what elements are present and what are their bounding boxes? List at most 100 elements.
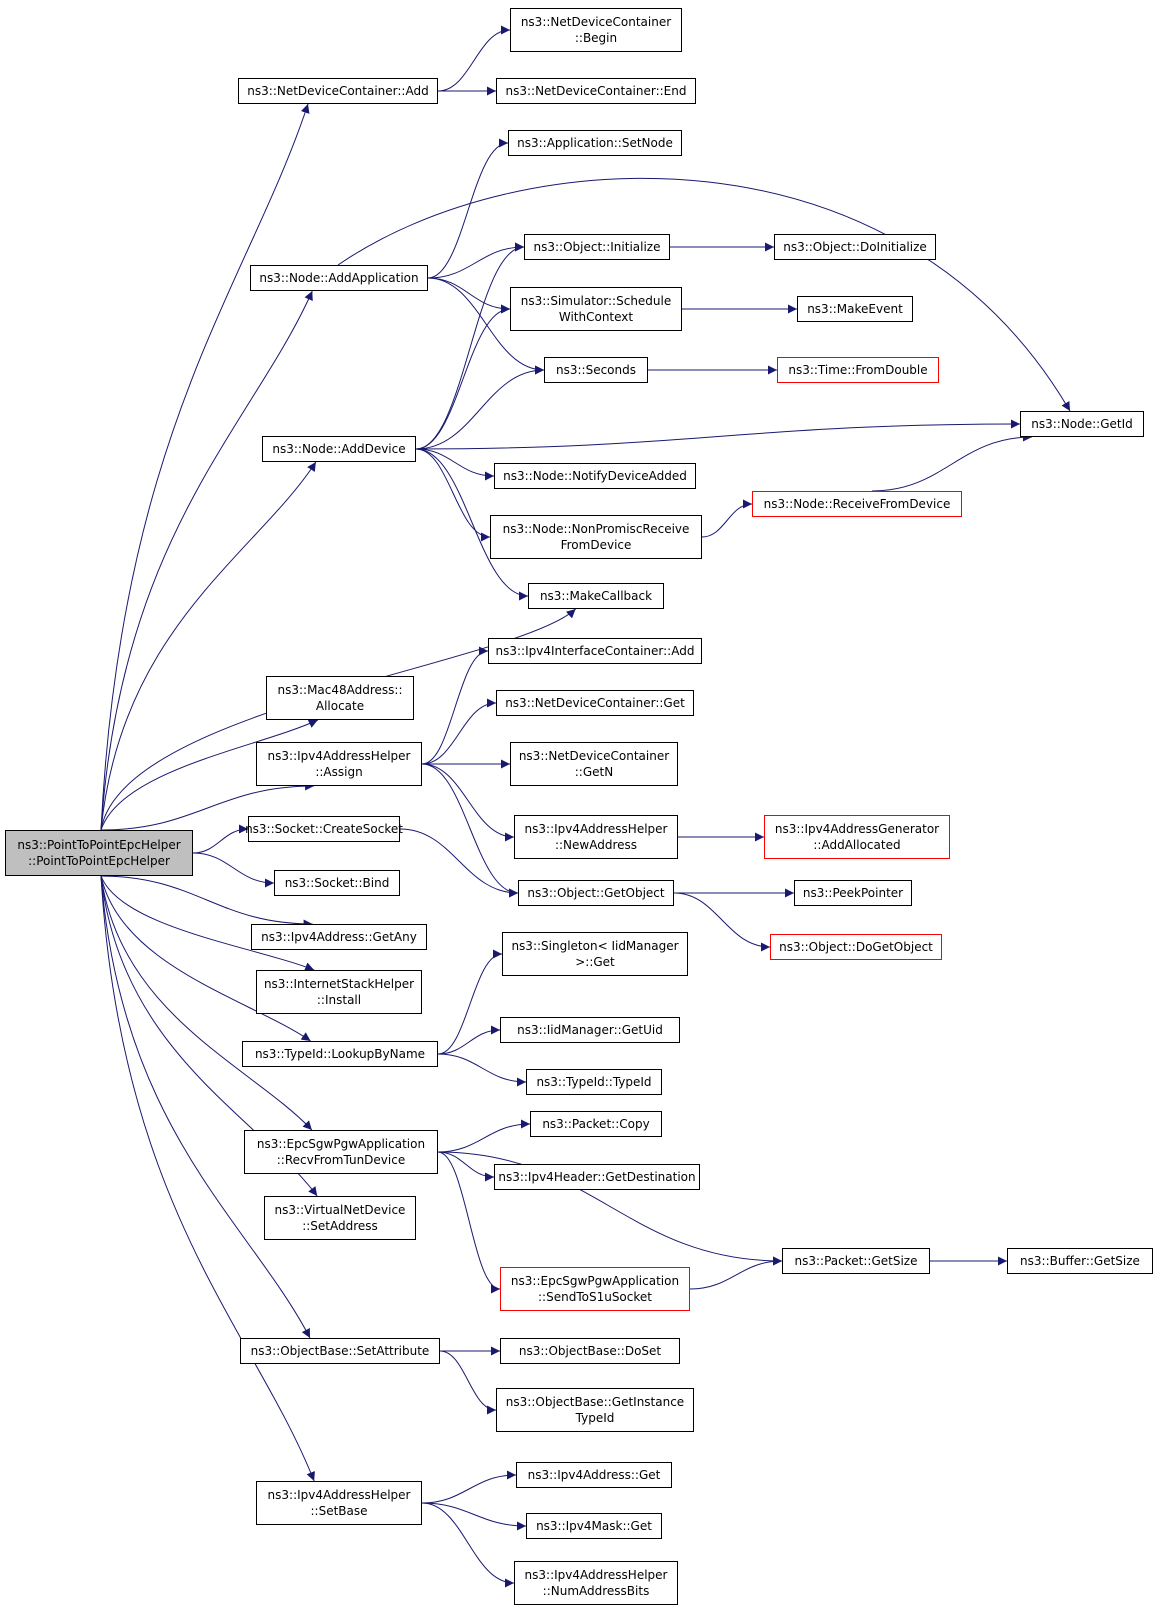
node-ipv4ag-alloc[interactable]: ns3::Ipv4AddressGenerator::AddAllocated: [764, 815, 950, 859]
node-label-line: ns3::Node::GetId: [1031, 417, 1133, 431]
node-label-line: ns3::ObjectBase::GetInstance: [505, 1395, 685, 1409]
edge-sock-create-to-obj-getobj: [399, 828, 519, 898]
edge-root-to-node-adddev: [100, 461, 317, 831]
node-label-line: ns3::Node::AddDevice: [272, 442, 406, 456]
node-label-line: ns3::EpcSgwPgwApplication: [256, 1137, 426, 1151]
node-label-line: ns3::VirtualNetDevice: [274, 1203, 406, 1217]
node-label-line: Allocate: [315, 699, 365, 713]
node-app-setnode[interactable]: ns3::Application::SetNode: [508, 130, 682, 156]
node-makecallback[interactable]: ns3::MakeCallback: [528, 583, 664, 609]
node-label-line: ::SetBase: [310, 1504, 368, 1518]
node-iid-getuid[interactable]: ns3::IidManager::GetUid: [500, 1017, 680, 1043]
edge-epc-sends1u-to-pkt-getsize: [689, 1256, 783, 1290]
edge-ipv4ah-setbase-to-ipv4mask-get: [421, 1502, 527, 1531]
node-singleton-get[interactable]: ns3::Singleton< IidManager>::Get: [502, 932, 688, 976]
node-ipv4mask-get[interactable]: ns3::Ipv4Mask::Get: [526, 1513, 662, 1539]
node-getid[interactable]: ns3::Node::GetId: [1020, 411, 1144, 437]
node-label-line: ::PointToPointEpcHelper: [28, 854, 170, 868]
node-ipv4ah-assign[interactable]: ns3::Ipv4AddressHelper::Assign: [256, 742, 422, 786]
node-label-line: ns3::EpcSgwPgwApplication: [510, 1274, 680, 1288]
node-ob-setattr[interactable]: ns3::ObjectBase::SetAttribute: [240, 1338, 440, 1364]
node-ndc-begin[interactable]: ns3::NetDeviceContainer::Begin: [510, 8, 682, 52]
edge-node-addapp-to-obj-init: [427, 242, 525, 279]
node-recvfromdev[interactable]: ns3::Node::ReceiveFromDevice: [752, 491, 962, 517]
node-seconds[interactable]: ns3::Seconds: [544, 357, 648, 383]
node-label-line: ns3::Mac48Address::: [277, 683, 403, 697]
node-typeid-typeid[interactable]: ns3::TypeId::TypeId: [526, 1069, 662, 1095]
node-ipv4ic-add[interactable]: ns3::Ipv4InterfaceContainer::Add: [488, 638, 702, 664]
node-ipv4addr-any[interactable]: ns3::Ipv4Address::GetAny: [251, 924, 427, 950]
node-sock-create[interactable]: ns3::Socket::CreateSocket: [245, 816, 403, 842]
node-ish-install[interactable]: ns3::InternetStackHelper::Install: [256, 970, 422, 1014]
node-typeid-lookup[interactable]: ns3::TypeId::LookupByName: [242, 1041, 438, 1067]
node-ipv4addr-get[interactable]: ns3::Ipv4Address::Get: [516, 1462, 672, 1488]
node-makeevent[interactable]: ns3::MakeEvent: [797, 296, 913, 322]
node-buf-getsize[interactable]: ns3::Buffer::GetSize: [1007, 1248, 1153, 1274]
node-sock-bind[interactable]: ns3::Socket::Bind: [274, 870, 400, 896]
node-pkt-getsize[interactable]: ns3::Packet::GetSize: [782, 1248, 930, 1274]
node-label-line: ns3::Ipv4Header::GetDestination: [498, 1170, 696, 1184]
edge-root-to-ndc-add: [100, 103, 310, 831]
node-label-line: ns3::Ipv4AddressHelper: [524, 822, 668, 836]
node-label-line: ns3::Node::AddApplication: [259, 271, 419, 285]
node-node-addapp[interactable]: ns3::Node::AddApplication: [250, 265, 428, 291]
node-ipv4ah-newaddr[interactable]: ns3::Ipv4AddressHelper::NewAddress: [514, 815, 678, 859]
node-ndc-end[interactable]: ns3::NetDeviceContainer::End: [496, 78, 696, 104]
edge-node-addapp-to-seconds: [427, 277, 545, 375]
node-label-line: ns3::Ipv4Address::Get: [527, 1468, 661, 1482]
node-label-line: ns3::Simulator::Schedule: [520, 294, 672, 308]
node-obj-getobj[interactable]: ns3::Object::GetObject: [518, 880, 674, 906]
node-label-line: ns3::Socket::CreateSocket: [245, 822, 403, 836]
node-pkt-copy[interactable]: ns3::Packet::Copy: [530, 1111, 662, 1137]
node-label-line: ns3::NetDeviceContainer::End: [505, 84, 687, 98]
node-ipv4hdr-dest[interactable]: ns3::Ipv4Header::GetDestination: [494, 1164, 700, 1190]
node-notifydev[interactable]: ns3::Node::NotifyDeviceAdded: [494, 463, 696, 489]
node-ipv4ah-numbits[interactable]: ns3::Ipv4AddressHelper::NumAddressBits: [514, 1561, 678, 1605]
node-label-line: ns3::Socket::Bind: [284, 876, 390, 890]
edge-node-adddev-to-sim-sched: [415, 304, 511, 450]
edge-node-addapp-to-getid: [337, 177, 1071, 412]
node-label-line: ::SendToS1uSocket: [538, 1290, 652, 1304]
node-node-adddev[interactable]: ns3::Node::AddDevice: [262, 436, 416, 462]
edge-nonpromisc-to-recvfromdev: [701, 499, 753, 538]
node-mac48[interactable]: ns3::Mac48Address::Allocate: [266, 676, 414, 720]
node-ob-doset[interactable]: ns3::ObjectBase::DoSet: [500, 1338, 680, 1364]
node-obj-dogetobj[interactable]: ns3::Object::DoGetObject: [770, 934, 942, 960]
node-label-line: ns3::PointToPointEpcHelper: [17, 838, 181, 852]
node-epc-recv[interactable]: ns3::EpcSgwPgwApplication::RecvFromTunDe…: [244, 1130, 438, 1174]
node-label-line: ns3::NetDeviceContainer: [520, 15, 672, 29]
node-peekptr[interactable]: ns3::PeekPointer: [794, 880, 912, 906]
node-label-line: ns3::Object::DoGetObject: [779, 940, 933, 954]
node-ndc-get[interactable]: ns3::NetDeviceContainer::Get: [496, 690, 694, 716]
node-label-line: ns3::Ipv4AddressHelper: [524, 1568, 668, 1582]
node-label-line: >::Get: [575, 955, 615, 969]
edge-node-adddev-to-seconds: [415, 365, 545, 450]
node-ipv4ah-setbase[interactable]: ns3::Ipv4AddressHelper::SetBase: [256, 1481, 422, 1525]
node-label-line: ns3::MakeCallback: [539, 589, 653, 603]
node-ndc-getn[interactable]: ns3::NetDeviceContainer::GetN: [510, 742, 678, 786]
node-label-line: ns3::TypeId::TypeId: [536, 1075, 652, 1089]
node-obj-doinit[interactable]: ns3::Object::DoInitialize: [774, 234, 936, 260]
node-label-line: ns3::Node::ReceiveFromDevice: [763, 497, 951, 511]
edge-root-to-typeid-lookup: [100, 875, 311, 1042]
node-vnd-setaddr[interactable]: ns3::VirtualNetDevice::SetAddress: [264, 1196, 416, 1240]
node-label-line: WithContext: [558, 310, 634, 324]
edge-ndc-add-to-ndc-begin: [437, 25, 511, 92]
node-obj-init[interactable]: ns3::Object::Initialize: [524, 234, 670, 260]
node-fromdouble[interactable]: ns3::Time::FromDouble: [777, 357, 939, 383]
node-epc-sends1u[interactable]: ns3::EpcSgwPgwApplication::SendToS1uSock…: [500, 1267, 690, 1311]
node-label-line: ns3::Seconds: [556, 363, 636, 377]
node-label-line: ns3::Object::Initialize: [533, 240, 661, 254]
edge-root-to-ob-setattr: [100, 875, 311, 1339]
node-label-line: ns3::Packet::GetSize: [794, 1254, 918, 1268]
edge-typeid-lookup-to-iid-getuid: [437, 1025, 501, 1055]
node-label-line: ns3::IidManager::GetUid: [517, 1023, 663, 1037]
node-ndc-add[interactable]: ns3::NetDeviceContainer::Add: [238, 78, 438, 104]
node-label-line: ns3::ObjectBase::SetAttribute: [250, 1344, 430, 1358]
node-label-line: ::RecvFromTunDevice: [276, 1153, 406, 1167]
node-label-line: ns3::Application::SetNode: [517, 136, 673, 150]
